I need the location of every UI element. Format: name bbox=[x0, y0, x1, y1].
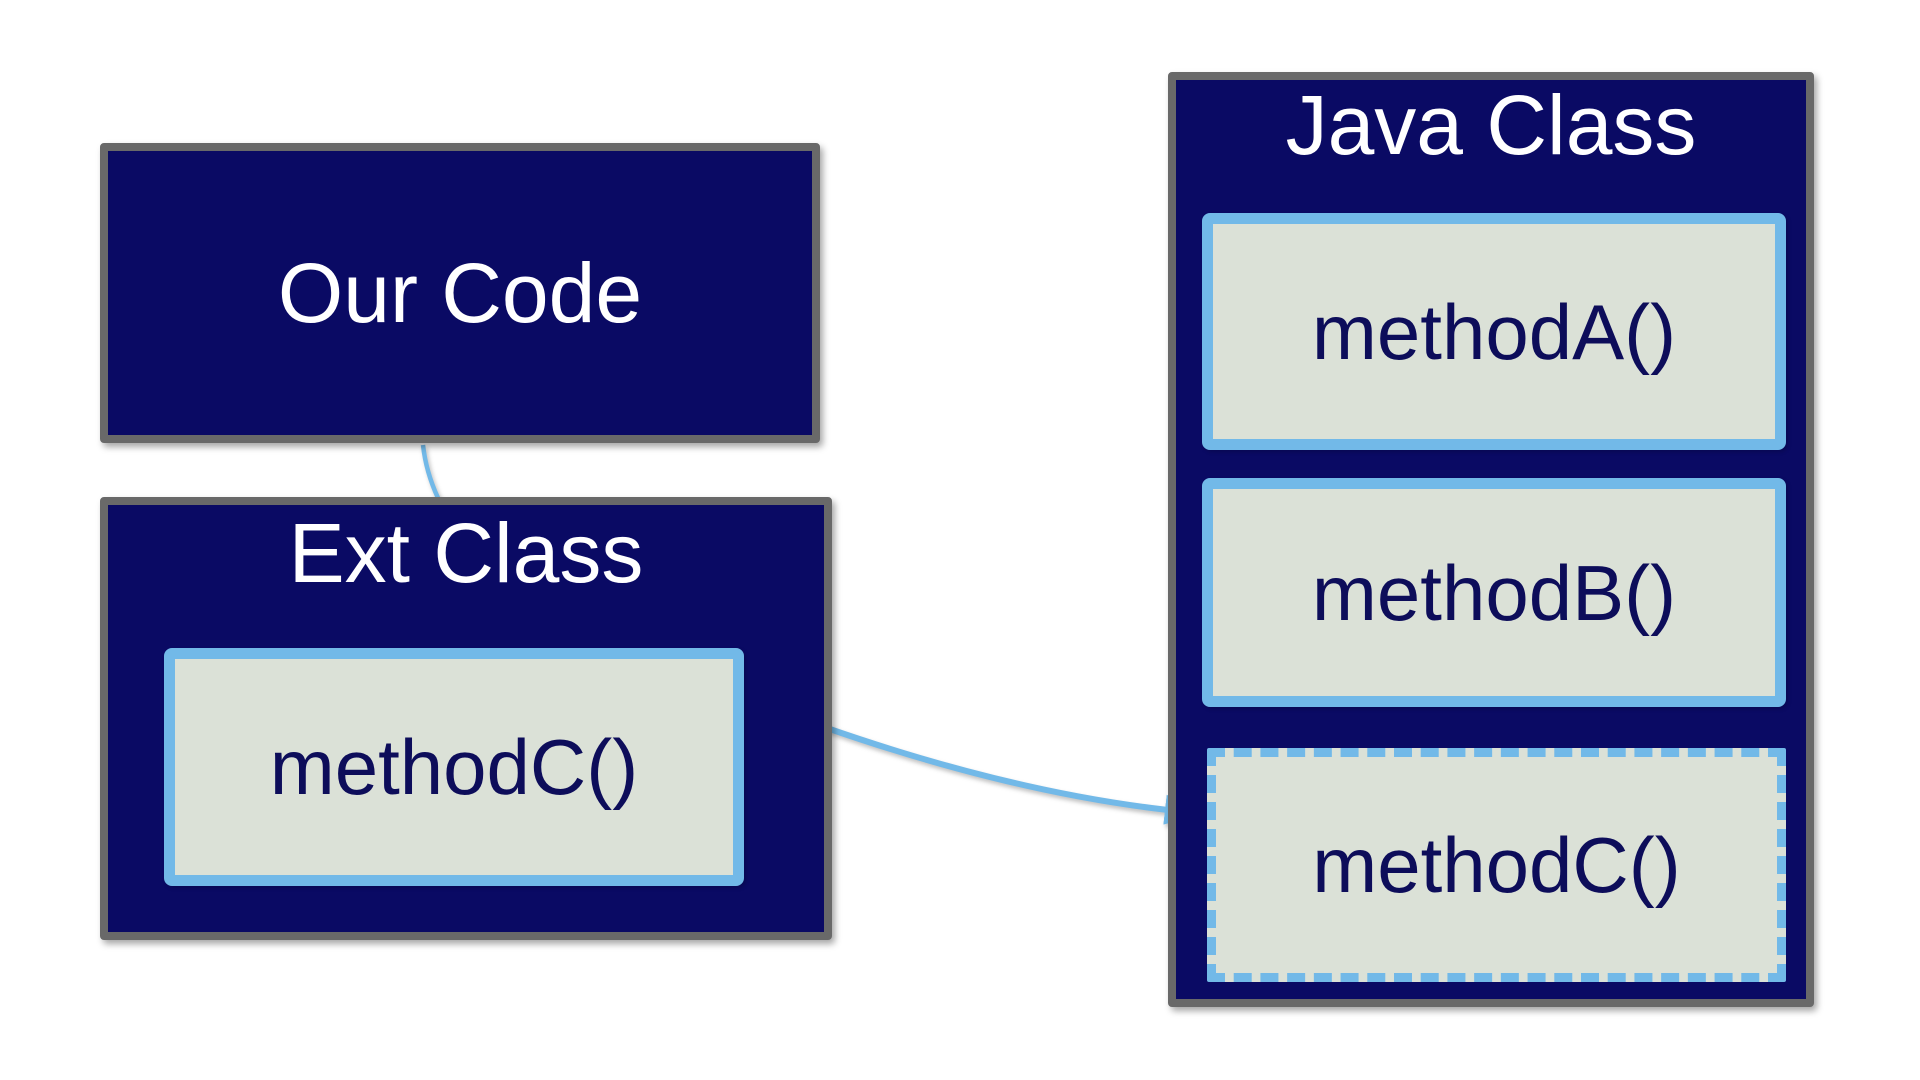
java-methodb-box: methodB() bbox=[1202, 478, 1786, 707]
arrow-ext-methodc-to-java-methodc bbox=[823, 724, 1203, 825]
our-code-box: Our Code bbox=[100, 143, 820, 443]
java-class-title: Java Class bbox=[1285, 78, 1697, 172]
our-code-label-wrap: Our Code bbox=[108, 151, 812, 435]
java-methoda-box: methodA() bbox=[1202, 213, 1786, 450]
java-methodc-box: methodC() bbox=[1207, 748, 1786, 982]
connector-our-code-to-ext-class bbox=[420, 444, 441, 499]
ext-class-box: Ext Class methodC() bbox=[100, 497, 832, 940]
java-methodc-label: methodC() bbox=[1312, 821, 1681, 909]
java-methoda-label: methodA() bbox=[1311, 287, 1677, 376]
java-methodb-label: methodB() bbox=[1311, 548, 1677, 637]
java-class-box: Java Class methodA() methodB() methodC() bbox=[1168, 72, 1814, 1007]
ext-methodc-box: methodC() bbox=[164, 648, 744, 886]
ext-methodc-label: methodC() bbox=[269, 723, 639, 811]
ext-class-title: Ext Class bbox=[288, 506, 644, 600]
our-code-label: Our Code bbox=[277, 246, 643, 340]
